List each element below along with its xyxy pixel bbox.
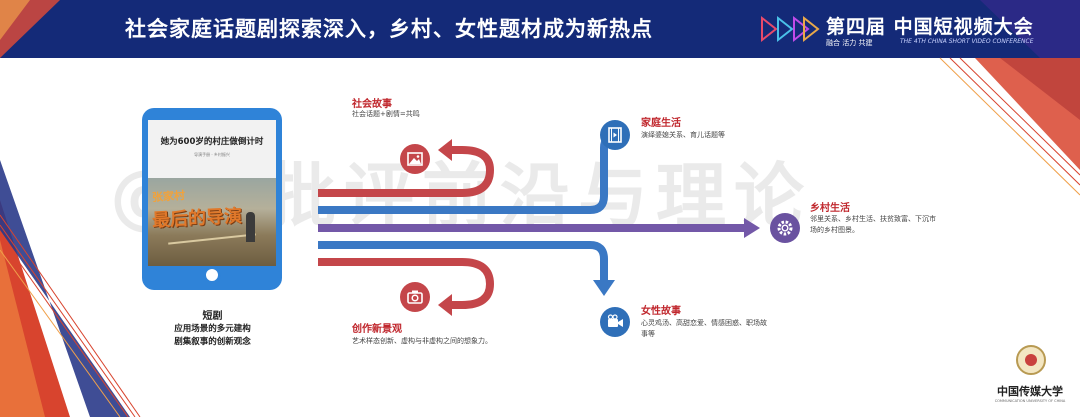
screen-caption: 导演手册 · 乡村振兴 — [194, 152, 230, 157]
conference-name: 第四届 中国短视频大会 — [826, 16, 1034, 38]
short-drama-line2: 剧集叙事的创新观念 — [174, 337, 251, 347]
arrow-women — [318, 241, 608, 282]
film-icon — [600, 120, 630, 150]
header-bar: 社会家庭话题剧探索深入，乡村、女性题材成为新热点 第四届 中国短视频大会 融合 … — [0, 0, 1080, 58]
camera-icon — [400, 282, 430, 312]
university-name: 中国传媒大学 — [997, 385, 1063, 398]
branch-rural-desc-2: 场的乡村图景。 — [810, 226, 859, 234]
conference-mark-icon — [761, 15, 820, 43]
image-icon — [400, 144, 430, 174]
branch-art-title: 创作新景观 — [352, 324, 402, 335]
screen-title: 她为600岁的村庄做倒计时 — [160, 137, 264, 147]
university-seal-icon — [1016, 345, 1046, 375]
screen-photo — [148, 178, 276, 266]
tablet-home-button — [203, 266, 221, 284]
screen-overlay-title-2: 最后的导演 — [151, 205, 243, 232]
branch-women-desc-2: 事等 — [641, 330, 655, 338]
branch-rural-desc-1: 邻里关系、乡村生活、扶贫致富、下沉市 — [810, 215, 936, 223]
gear-icon — [770, 213, 800, 243]
conference-logo: 第四届 中国短视频大会 融合 活力 共建 THE 4TH CHINA SHORT… — [760, 8, 1070, 52]
arrowhead-women — [593, 280, 615, 296]
conference-tagline: 融合 活力 共建 — [826, 39, 873, 47]
short-drama-title: 短剧 — [202, 311, 223, 322]
video-camera-icon — [600, 307, 630, 337]
tablet-screen: 她为600岁的村庄做倒计时 导演手册 · 乡村振兴 张家村 最后的导演 — [148, 120, 276, 266]
person-figure — [246, 212, 255, 242]
header-decoration — [0, 0, 1080, 58]
arrowhead-rural — [744, 218, 760, 238]
arrowhead-art — [438, 294, 452, 316]
page-title: 社会家庭话题剧探索深入，乡村、女性题材成为新热点 — [125, 17, 653, 41]
branch-rural-title: 乡村生活 — [810, 203, 850, 214]
branch-social-title: 社会故事 — [352, 99, 392, 110]
branch-art-desc: 艺术样态创新、虚构与非虚构之间的想象力。 — [352, 337, 492, 345]
screen-overlay-title-1: 张家村 — [151, 188, 186, 205]
branch-social-desc: 社会话题+剧情=共鸣 — [352, 110, 420, 118]
branch-women-title: 女性故事 — [641, 306, 681, 317]
university-english: COMMUNICATION UNIVERSITY OF CHINA — [994, 399, 1066, 403]
conference-english: THE 4TH CHINA SHORT VIDEO CONFERENCE — [900, 38, 1034, 45]
branch-family-desc: 演绎婆媳关系、育儿话题等 — [641, 131, 725, 139]
arrowhead-social — [438, 139, 452, 161]
university-logo: 中国传媒大学 COMMUNICATION UNIVERSITY OF CHINA — [990, 345, 1070, 407]
branch-family-title: 家庭生活 — [641, 118, 681, 129]
short-drama-caption: 短剧 应用场景的多元建构 剧集叙事的创新观念 — [150, 307, 275, 348]
branch-women-desc-1: 心灵鸡汤、高甜恋爱、情感困惑、职场故 — [641, 319, 767, 327]
arrow-art — [318, 258, 495, 309]
short-drama-line1: 应用场景的多元建构 — [174, 324, 251, 334]
arrow-social — [318, 146, 495, 197]
